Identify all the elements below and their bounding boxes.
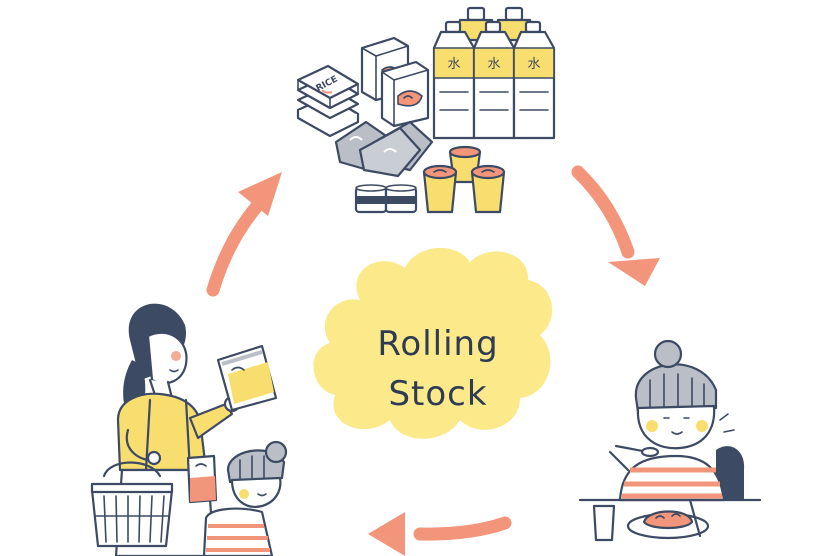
bottle-label-1: 水	[447, 57, 460, 72]
instant-food-boxes	[360, 36, 430, 128]
arrow-left-icon	[368, 512, 512, 556]
arrow-up-icon	[206, 172, 282, 297]
retort-pouches	[334, 120, 434, 178]
title-stock: Stock	[388, 374, 487, 414]
child-eating	[578, 339, 762, 542]
bottle-label-3: 水	[527, 57, 540, 72]
held-package	[216, 344, 278, 412]
child-shopping	[186, 440, 288, 556]
water-bottles: 水 水 水	[432, 20, 556, 140]
shopping-family	[90, 303, 288, 556]
shopping-basket	[90, 461, 174, 548]
emergency-supplies: 水 水 水	[296, 6, 556, 214]
center-cloud	[313, 247, 553, 439]
cup-noodles	[422, 145, 506, 214]
bottle-label-2: 水	[487, 57, 500, 72]
canned-food	[354, 184, 418, 214]
title-rolling: Rolling	[377, 324, 498, 364]
rice-packs: RICE	[296, 64, 360, 138]
arrow-right-down-icon	[571, 165, 660, 286]
